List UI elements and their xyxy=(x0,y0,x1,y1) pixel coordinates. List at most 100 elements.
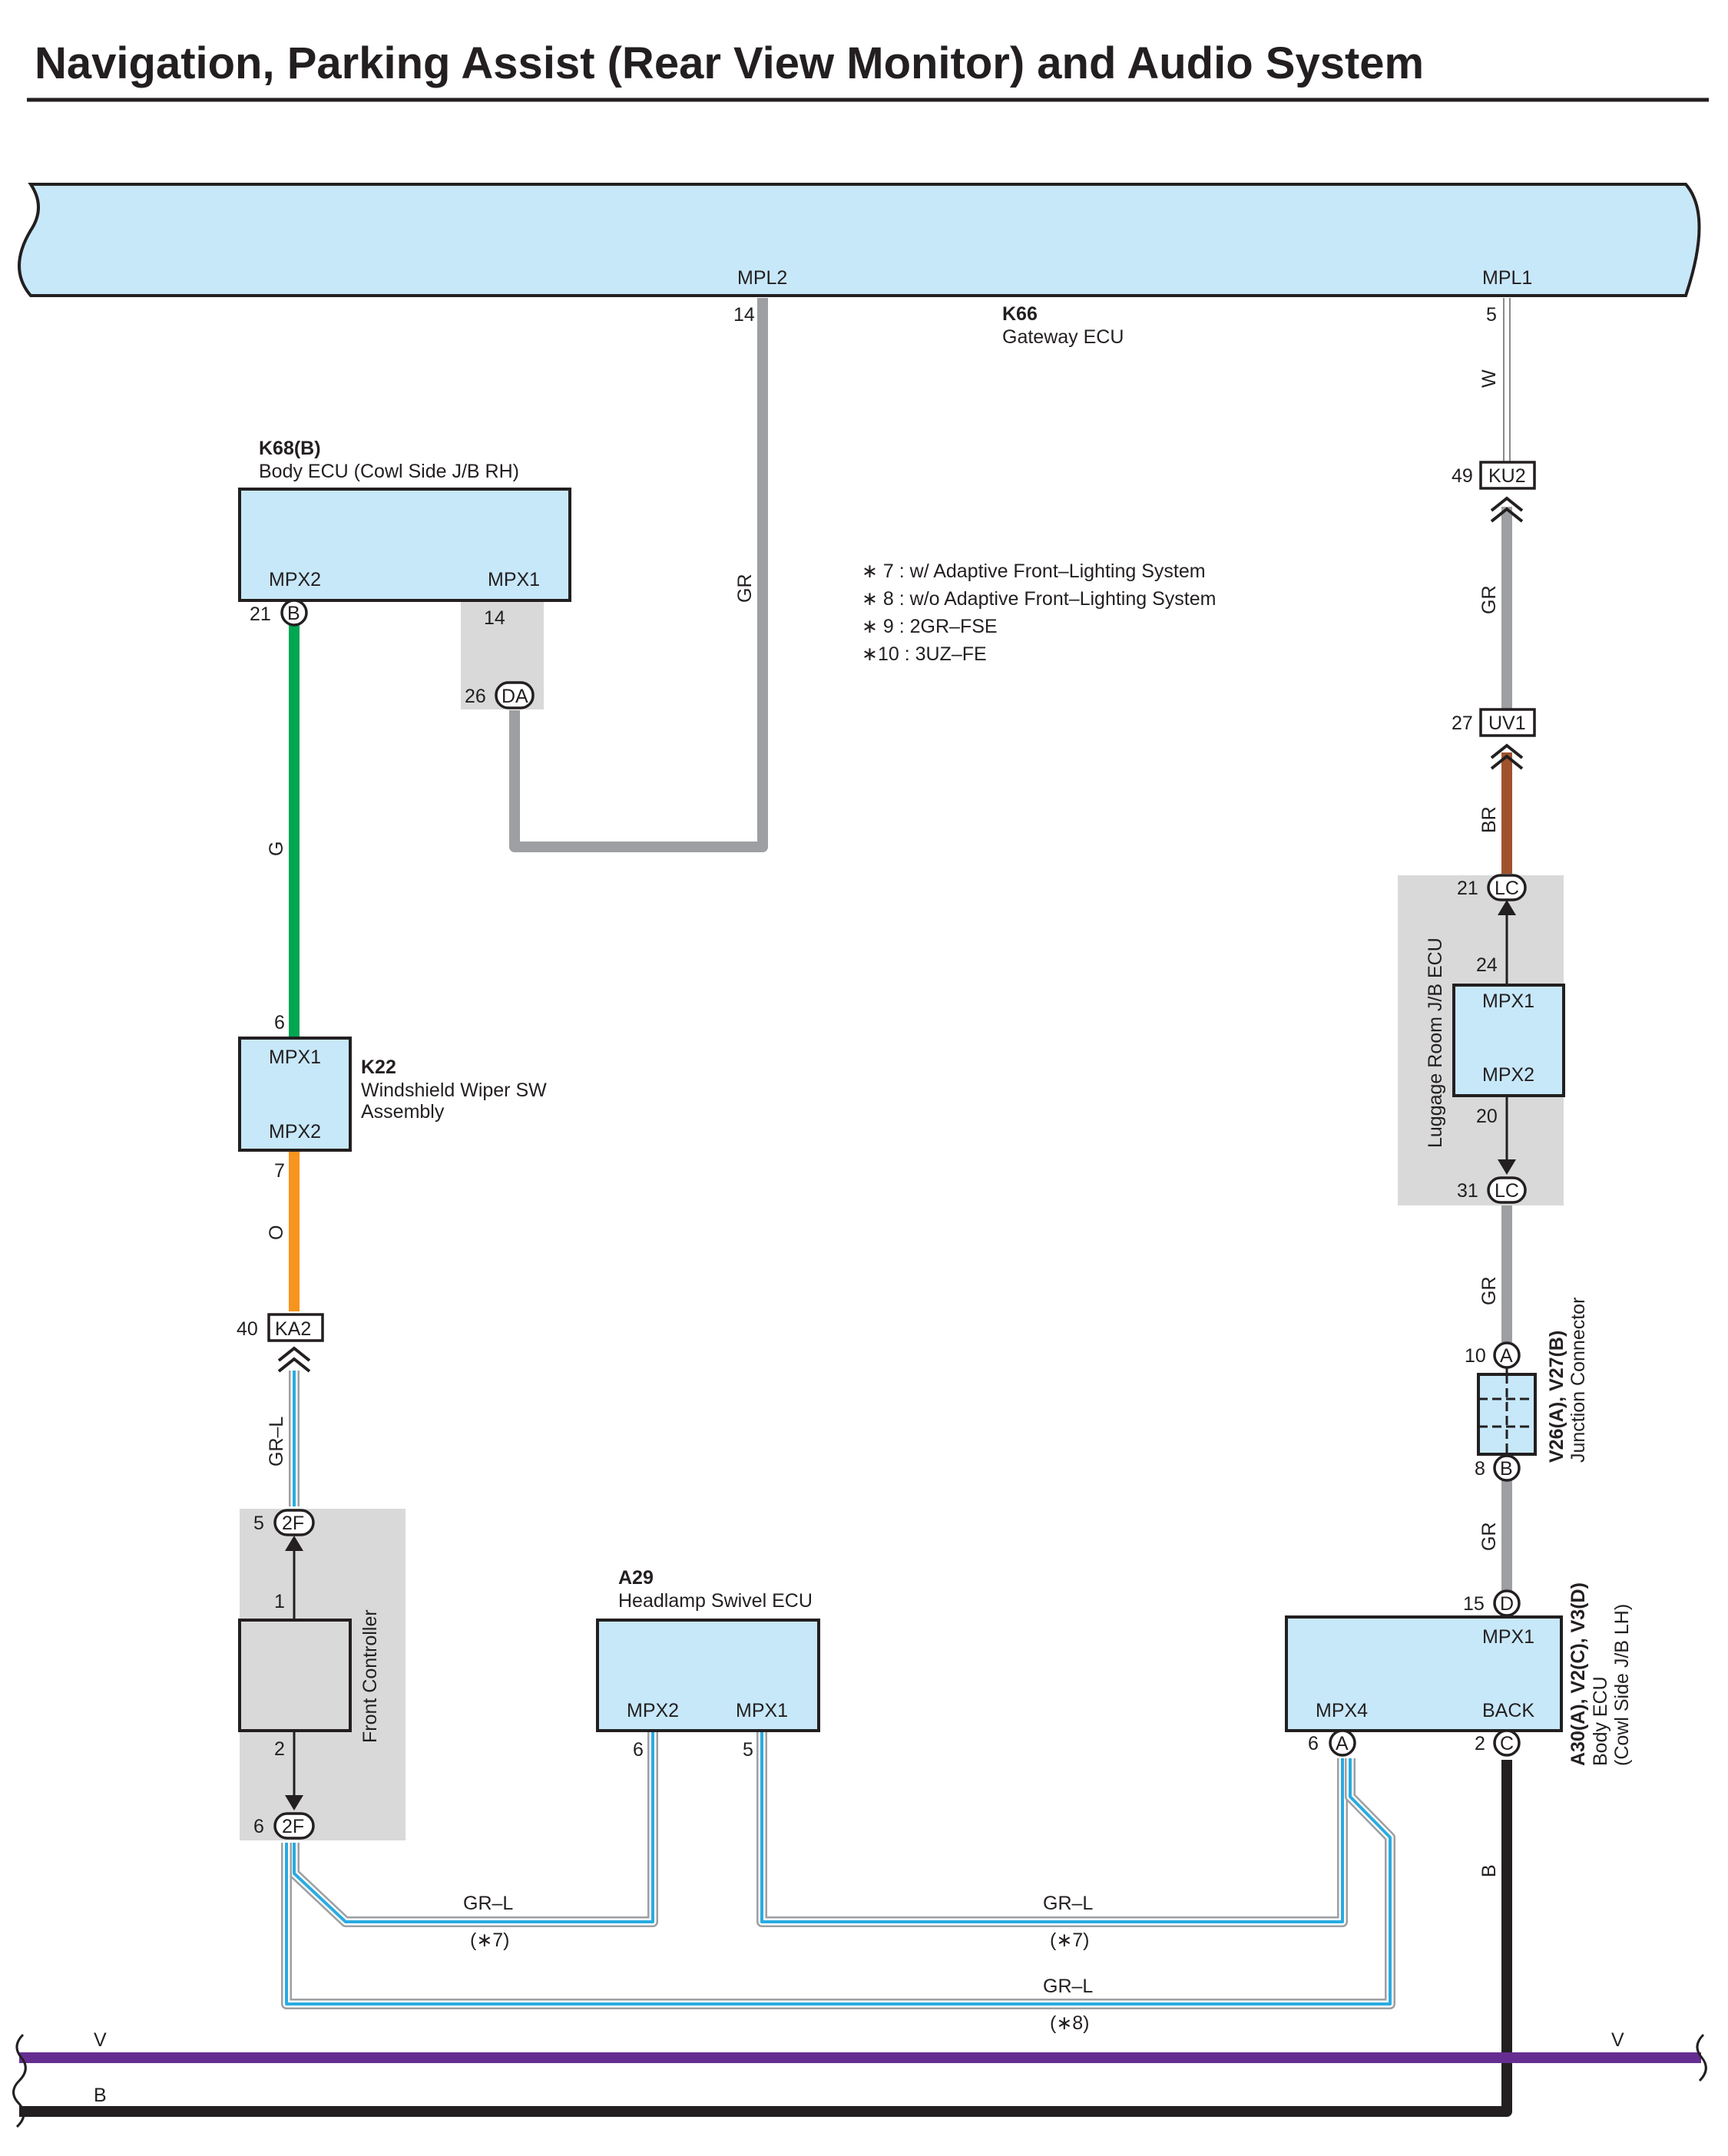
wire-b-back xyxy=(19,1760,1512,2117)
k66-mpl2-pin: 14 xyxy=(733,304,755,326)
luggage-room-name: Luggage Room J/B ECU xyxy=(1425,937,1446,1148)
luggage-mpx1-label: MPX1 xyxy=(1482,990,1534,1012)
luggage-mpx2-label: MPX2 xyxy=(1482,1064,1534,1086)
bus-v-right-label: V xyxy=(1611,2029,1624,2051)
a30-mpx1-pin: 15 xyxy=(1463,1593,1485,1615)
k22-mpx1-pin: 6 xyxy=(274,1012,285,1033)
k68-mpx1-pin: 14 xyxy=(484,607,505,629)
bus-break-left xyxy=(12,2033,27,2128)
junction-code: V26(A), V27(B) xyxy=(1546,1331,1567,1463)
ka2-connector xyxy=(267,1313,324,1342)
bus-b-label: B xyxy=(94,2085,107,2106)
front-controller-name: Front Controller xyxy=(359,1609,381,1743)
junction-b-pin: 8 xyxy=(1475,1458,1485,1480)
wire-label-w: W xyxy=(1478,369,1500,388)
a30-name-line1: Body ECU xyxy=(1590,1676,1611,1766)
front-controller-bottom-conn-label: 2F xyxy=(282,1816,304,1837)
ku2-pin: 49 xyxy=(1452,465,1473,487)
a30-back-pin: 2 xyxy=(1475,1733,1485,1754)
ku2-connector xyxy=(1479,461,1536,490)
k66-name: Gateway ECU xyxy=(1002,326,1124,348)
wire-note-2: (∗7) xyxy=(1050,1929,1090,1951)
luggage-lc-bottom-label: LC xyxy=(1495,1180,1519,1202)
a30-mpx1-label: MPX1 xyxy=(1482,1626,1534,1648)
k68-conn-b-label: B xyxy=(287,603,300,624)
a30-conn-a-label: A xyxy=(1336,1733,1349,1754)
a30-conn-a xyxy=(1329,1729,1356,1757)
junction-b-label: B xyxy=(1500,1458,1513,1480)
luggage-lc-top-pin: 21 xyxy=(1457,878,1478,899)
k22-mpx2-pin: 7 xyxy=(274,1160,285,1182)
a29-mpx2-label: MPX2 xyxy=(627,1700,679,1721)
wire-label-gr-ku2: GR xyxy=(1478,586,1500,615)
a30-conn-d-label: D xyxy=(1500,1593,1514,1615)
wire-label-grl-ka2: GR–L xyxy=(266,1417,287,1467)
front-controller xyxy=(238,1619,352,1732)
luggage-up-arrow-icon xyxy=(1498,900,1516,915)
a29-headlamp-swivel-ecu xyxy=(596,1619,820,1732)
luggage-mpx1-pin: 24 xyxy=(1476,954,1498,976)
front-controller-up-arrow-icon xyxy=(285,1536,303,1551)
uv1-chevron-icon xyxy=(1490,743,1524,770)
front-controller-top-conn xyxy=(273,1509,315,1536)
bus-break-right xyxy=(1696,2033,1707,2082)
a30-conn-c-label: C xyxy=(1500,1733,1514,1754)
bus-v-left-label: V xyxy=(94,2029,107,2051)
wire-label-grl-2: GR–L xyxy=(1043,1893,1093,1914)
uv1-pin: 27 xyxy=(1452,713,1473,734)
wire-label-grl-1: GR–L xyxy=(463,1893,513,1914)
a30-back-label: BACK xyxy=(1482,1700,1534,1721)
wire-label-gr-mpl2: GR xyxy=(734,574,756,603)
junction-a-pin: 10 xyxy=(1465,1345,1486,1367)
a29-name: Headlamp Swivel ECU xyxy=(618,1590,813,1612)
wire-grl-2f-a29 xyxy=(289,1732,658,1927)
wire-label-br: BR xyxy=(1478,806,1500,833)
k22-code: K22 xyxy=(361,1057,396,1078)
wire-grl-2f-a30 xyxy=(281,1758,1395,2009)
ku2-chevron-icon xyxy=(1490,496,1524,523)
wire-label-gr-lc: GR xyxy=(1478,1277,1500,1306)
junction-connector xyxy=(1477,1373,1537,1456)
k66-mpl1-label: MPL1 xyxy=(1482,267,1532,289)
uv1-label: UV1 xyxy=(1488,713,1526,734)
a30-conn-c xyxy=(1493,1729,1521,1757)
note-8: ∗ 8 : w/o Adaptive Front–Lighting System xyxy=(862,588,1216,610)
k66-code: K66 xyxy=(1002,303,1038,325)
wire-label-gr-junction: GR xyxy=(1478,1523,1500,1552)
a30-code: A30(A), V2(C), V3(D) xyxy=(1567,1582,1589,1766)
k22-windshield-wiper-sw xyxy=(238,1037,352,1152)
luggage-down-arrow-icon xyxy=(1498,1159,1516,1175)
wire-note-3: (∗8) xyxy=(1050,2012,1090,2034)
k68-body-ecu-rh xyxy=(238,488,571,602)
a30-mpx4-label: MPX4 xyxy=(1316,1700,1368,1721)
front-controller-down-arrow-icon xyxy=(285,1795,303,1810)
wire-grl-a29-a30 xyxy=(756,1732,1348,1927)
k22-mpx1-label: MPX1 xyxy=(269,1047,321,1068)
a30-name-line2: (Cowl Side J/B LH) xyxy=(1611,1604,1633,1766)
ku2-label: KU2 xyxy=(1488,465,1526,487)
wire-gr-mpl2-da xyxy=(509,298,768,852)
luggage-lc-bottom-conn xyxy=(1487,1176,1527,1204)
luggage-lc-bottom-pin: 31 xyxy=(1457,1180,1478,1202)
k66-gateway-ecu-block xyxy=(18,183,1701,297)
front-controller-top-conn-pin: 5 xyxy=(253,1513,264,1534)
k68-mpx2-label: MPX2 xyxy=(269,569,321,590)
k22-mpx2-label: MPX2 xyxy=(269,1121,321,1142)
front-controller-top-conn-label: 2F xyxy=(282,1513,304,1534)
a30-mpx4-pin: 6 xyxy=(1308,1733,1319,1754)
wire-label-o: O xyxy=(266,1225,287,1240)
front-controller-top-inner-pin: 1 xyxy=(274,1591,285,1612)
a29-code: A29 xyxy=(618,1567,654,1589)
k68-code: K68(B) xyxy=(259,438,321,459)
a29-mpx1-pin: 5 xyxy=(743,1739,753,1761)
a30-body-ecu-lh xyxy=(1285,1615,1563,1732)
luggage-lc-top-label: LC xyxy=(1495,878,1519,899)
note-7: ∗ 7 : w/ Adaptive Front–Lighting System xyxy=(862,560,1206,582)
luggage-mpx2-pin: 20 xyxy=(1476,1106,1498,1127)
junction-a-label: A xyxy=(1500,1345,1513,1367)
k22-name-line1: Windshield Wiper SW xyxy=(361,1080,547,1101)
front-controller-bottom-conn-pin: 6 xyxy=(253,1816,264,1837)
a29-mpx1-label: MPX1 xyxy=(736,1700,788,1721)
luggage-room-jb-ecu xyxy=(1452,984,1565,1097)
